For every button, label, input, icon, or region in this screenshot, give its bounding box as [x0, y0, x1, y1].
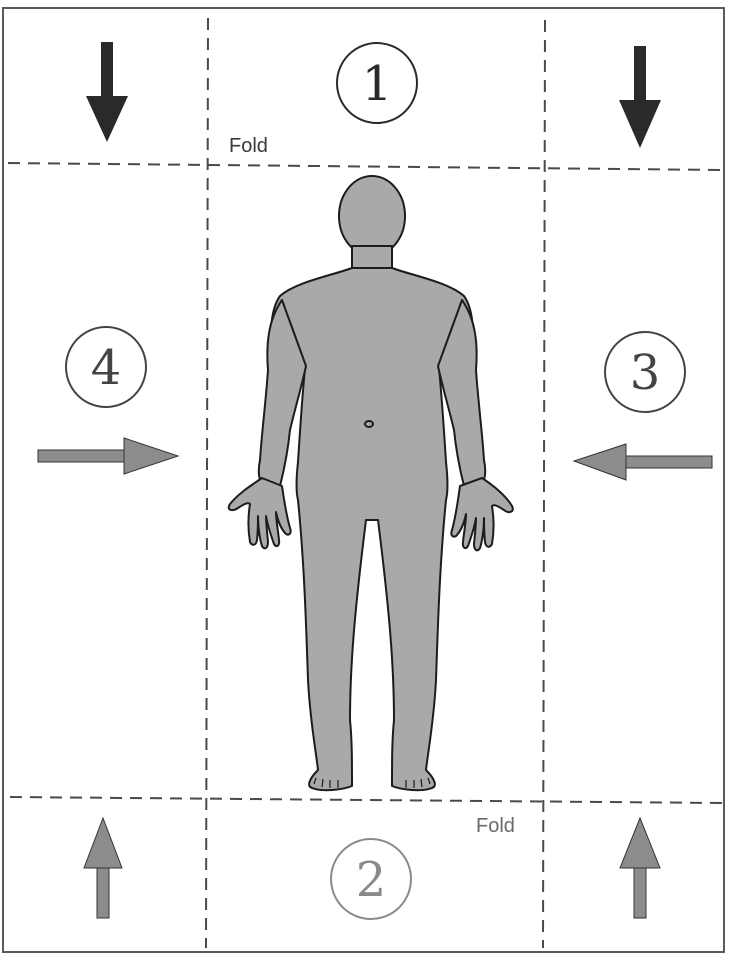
fold-label-bottom: Fold — [476, 815, 515, 837]
number-2-label: 2 — [356, 852, 387, 908]
number-1-label: 1 — [362, 56, 393, 112]
number-3-label: 3 — [630, 345, 661, 401]
head — [339, 176, 405, 256]
number-4-label: 4 — [91, 340, 122, 396]
fold-label-top: Fold — [229, 135, 268, 157]
